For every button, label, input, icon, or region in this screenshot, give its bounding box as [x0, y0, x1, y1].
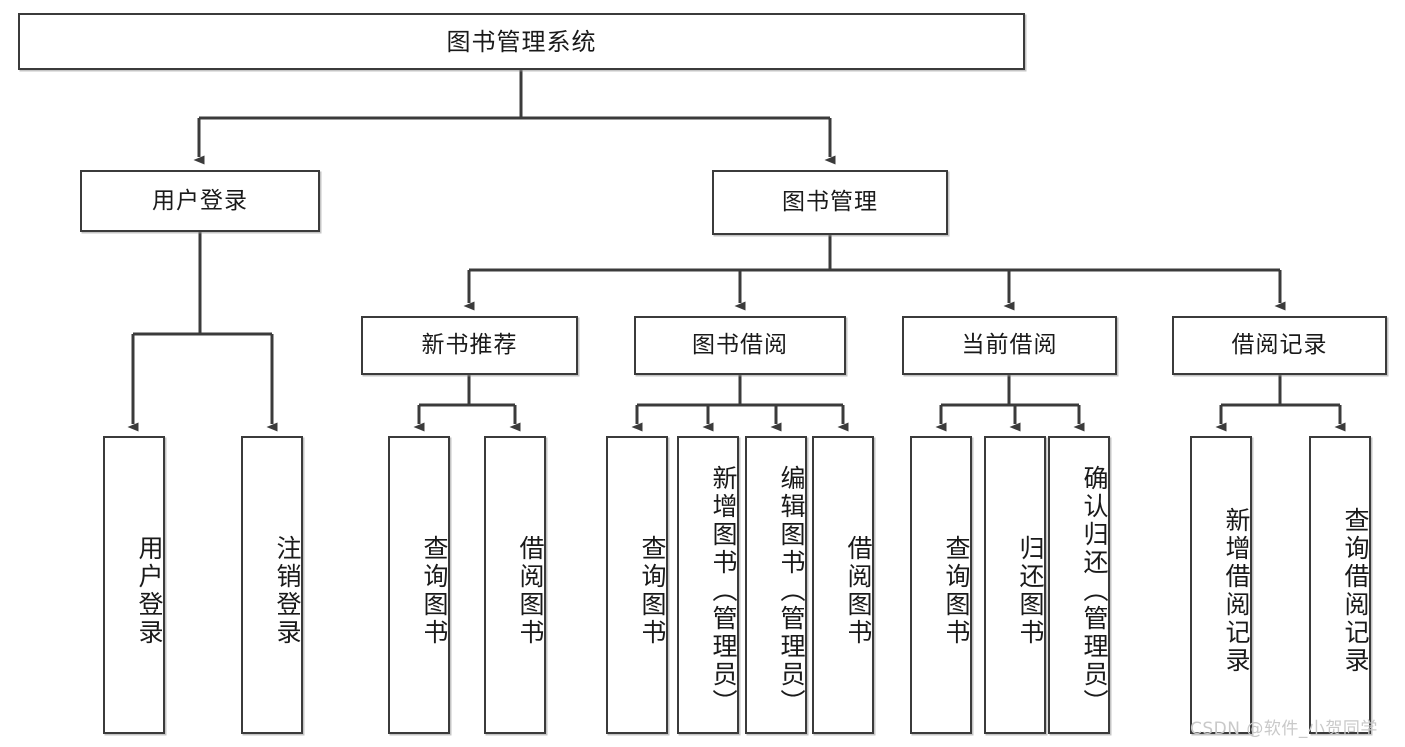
node-leaf-borrow-query-book[interactable]: 查询图书 [606, 436, 668, 734]
node-book-borrow[interactable]: 图书借阅 [634, 316, 846, 375]
node-leaf-add-book-admin-label: 新增图书（管理员） [709, 465, 738, 717]
node-book-management-label: 图书管理 [782, 189, 878, 216]
node-current-borrow[interactable]: 当前借阅 [902, 316, 1117, 375]
watermark-text: CSDN @软件_小贺同学 [1190, 719, 1378, 739]
node-leaf-confirm-return-label: 确认归还（管理员） [1080, 465, 1109, 717]
node-leaf-borrow-book-label: 借阅图书 [844, 535, 873, 647]
node-current-borrow-label: 当前借阅 [961, 332, 1058, 359]
node-leaf-cur-query-book-label: 查询图书 [942, 535, 971, 647]
node-book-borrow-label: 图书借阅 [692, 332, 788, 359]
node-leaf-edit-book-admin-label: 编辑图书（管理员） [777, 465, 806, 717]
node-leaf-cur-query-book[interactable]: 查询图书 [910, 436, 972, 734]
node-leaf-query-record-label: 查询借阅记录 [1341, 507, 1370, 675]
node-leaf-rec-query-book-label: 查询图书 [420, 535, 449, 647]
node-root-label: 图书管理系统 [446, 27, 597, 56]
node-leaf-user-login-label: 用户登录 [135, 535, 164, 647]
node-leaf-rec-borrow-book-label: 借阅图书 [516, 535, 545, 647]
node-borrow-record[interactable]: 借阅记录 [1172, 316, 1387, 375]
node-leaf-query-record[interactable]: 查询借阅记录 [1309, 436, 1371, 734]
node-book-management[interactable]: 图书管理 [712, 170, 948, 235]
node-root[interactable]: 图书管理系统 [18, 13, 1025, 70]
node-new-book-recommend[interactable]: 新书推荐 [361, 316, 578, 375]
node-user-login[interactable]: 用户登录 [80, 170, 320, 232]
node-leaf-borrow-book[interactable]: 借阅图书 [812, 436, 874, 734]
node-leaf-user-login[interactable]: 用户登录 [103, 436, 165, 734]
node-leaf-rec-borrow-book[interactable]: 借阅图书 [484, 436, 546, 734]
node-leaf-user-logout[interactable]: 注销登录 [241, 436, 303, 734]
node-leaf-add-record[interactable]: 新增借阅记录 [1190, 436, 1252, 734]
node-leaf-add-book-admin[interactable]: 新增图书（管理员） [677, 436, 739, 734]
node-leaf-borrow-query-book-label: 查询图书 [638, 535, 667, 647]
node-leaf-rec-query-book[interactable]: 查询图书 [388, 436, 450, 734]
node-leaf-confirm-return[interactable]: 确认归还（管理员） [1048, 436, 1110, 734]
node-leaf-edit-book-admin[interactable]: 编辑图书（管理员） [745, 436, 807, 734]
node-user-login-label: 用户登录 [152, 187, 248, 214]
node-leaf-user-logout-label: 注销登录 [273, 535, 302, 647]
node-leaf-return-book[interactable]: 归还图书 [984, 436, 1046, 734]
node-leaf-return-book-label: 归还图书 [1016, 535, 1045, 647]
node-borrow-record-label: 借阅记录 [1231, 332, 1328, 359]
node-leaf-add-record-label: 新增借阅记录 [1222, 507, 1251, 675]
node-new-book-recommend-label: 新书推荐 [421, 332, 518, 359]
